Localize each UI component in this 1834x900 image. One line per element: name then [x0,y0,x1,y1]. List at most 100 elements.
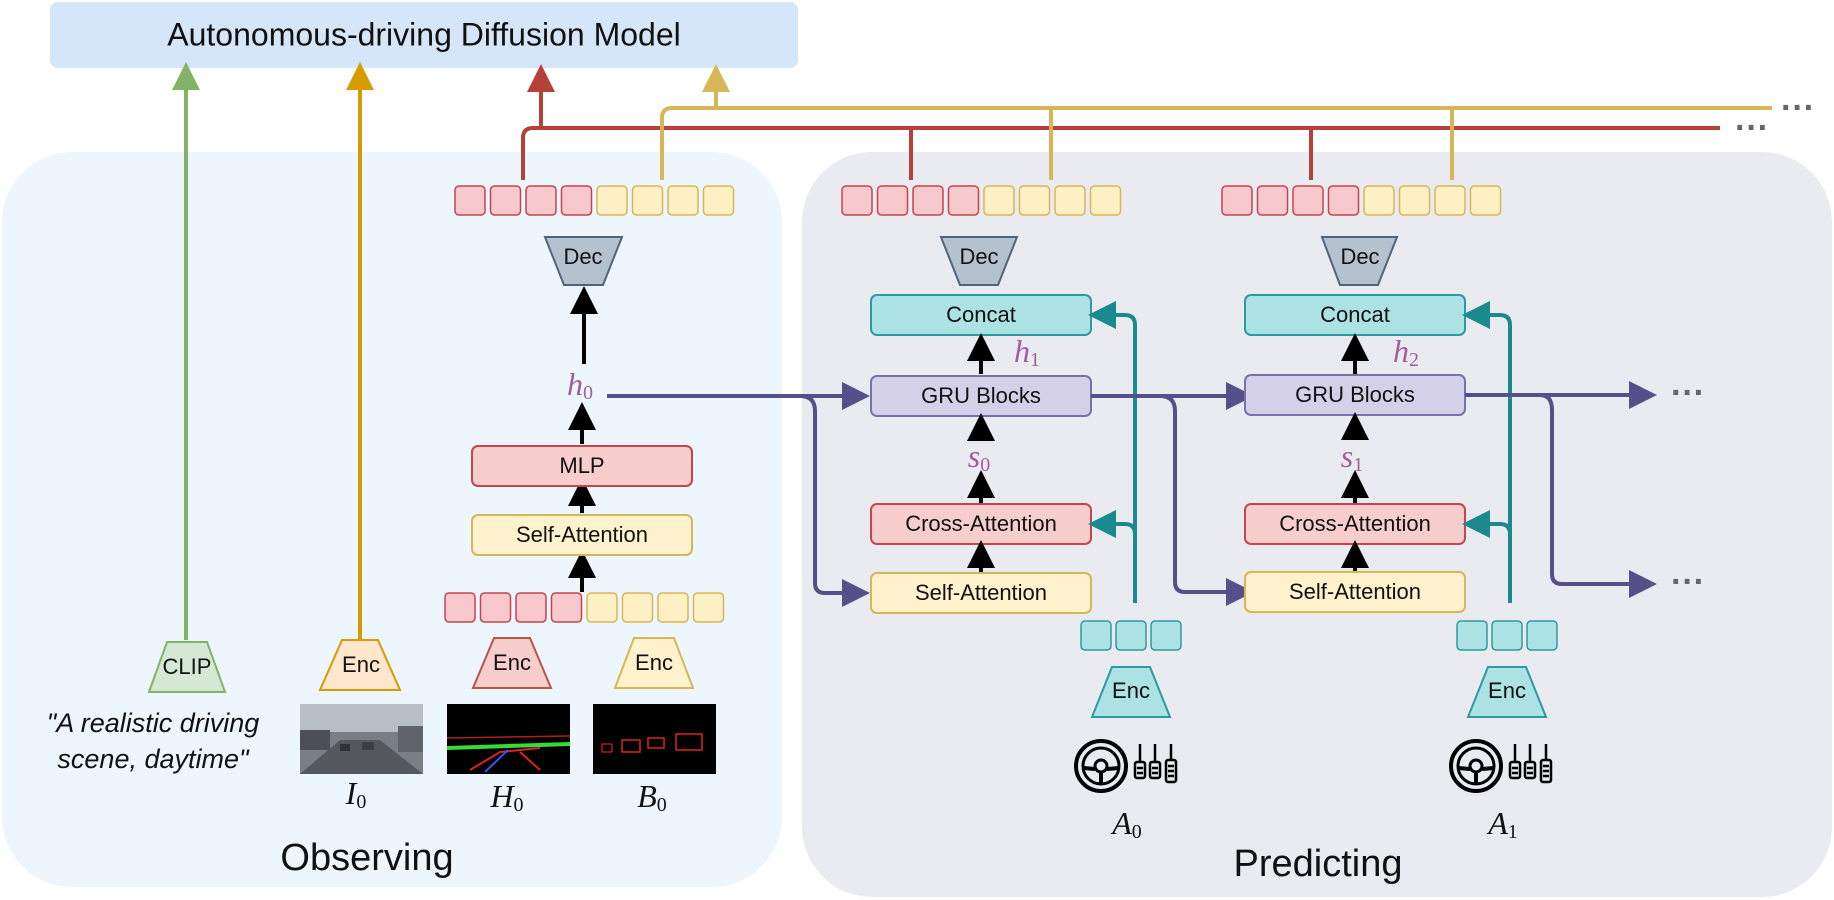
observing-mlp-box [471,445,693,487]
action-token [1115,620,1147,651]
caption-line-1: "A realistic driving [47,708,260,738]
step1-dec-label: Dec [959,244,998,269]
action-token [1080,620,1112,651]
steering-wheel-icon [1449,739,1503,793]
box-enc-label: Enc [635,650,673,675]
step2-concat-label: Concat [1320,302,1390,327]
step1-concat-label: Concat [946,302,1016,327]
red-token [454,185,486,216]
title-box [50,2,798,68]
step1-gru-label: GRU Blocks [921,383,1041,408]
continuation-dots-red: ··· [1735,109,1769,147]
step2-cross-attention-label: Cross-Attention [1279,511,1431,536]
hdmap-encoder [471,637,553,689]
box-var: B0 [637,778,667,815]
red-token [841,185,873,216]
step2-dec-label: Dec [1340,244,1379,269]
action-token [1491,620,1523,651]
caption-line-2: scene, daytime" [57,744,250,774]
action-token [1526,620,1558,651]
yellow-token [586,592,618,623]
red-token [550,592,583,623]
step1-hidden-state: h1 [1014,333,1040,370]
yellow-token [1054,185,1086,216]
yellow-context-line [660,106,1772,180]
observing-dec-label: Dec [563,244,602,269]
step1-decoder [939,236,1019,286]
observing-hidden-state: h0 [567,366,593,403]
red-token [489,185,522,216]
red-context-line [521,126,1720,180]
yellow-token [631,185,664,216]
observing-panel [2,152,782,887]
continuation-dots-gru: ··· [1671,374,1705,412]
red-token [1256,185,1289,216]
step1-cross-attention-label: Cross-Attention [905,511,1057,536]
red-token [876,185,909,216]
hdmap-enc-label: Enc [493,650,531,675]
clip-encoder [147,641,227,693]
red-token [479,592,512,623]
image-var: I0 [345,775,367,812]
steering-wheel-icon [1074,739,1128,793]
observing-self-attention-box [471,514,693,556]
predict-step-1: Dec Concat h1 GRU Blocks s0 Cross-Attent… [841,185,1182,843]
step2-action-tokens [1456,620,1558,651]
observing-output-tokens [454,185,735,216]
step1-state: s0 [968,438,990,475]
step2-decoder [1320,236,1399,286]
red-token [1327,185,1360,216]
predict-step-2: Dec Concat h2 GRU Blocks s1 Cross-Attent… [1221,185,1558,843]
step2-self-attention-box [1244,571,1466,613]
step2-state: s1 [1341,438,1363,475]
step2-enc-label: Enc [1488,678,1526,703]
red-token [1292,185,1324,216]
predicting-section-label: Predicting [1234,843,1403,885]
diagram-title: Autonomous-driving Diffusion Model [167,16,680,52]
step2-hidden-state: h2 [1393,333,1419,370]
hd-map-image [446,704,571,774]
red-token [912,185,944,216]
hdmap-var: H0 [489,778,523,815]
continuation-dots-yellow: ··· [1781,89,1815,127]
clip-label: CLIP [163,654,212,679]
yellow-token [1089,185,1122,216]
observing-mlp-label: MLP [559,453,604,478]
observing-decoder [543,236,624,286]
camera-image [300,704,423,774]
red-token [525,185,557,216]
step2-action-var: A1 [1486,805,1518,842]
step1-action-encoder [1090,666,1172,718]
pedals-icon [1133,744,1178,784]
yellow-token [692,592,725,623]
red-token [560,185,593,216]
yellow-token [702,185,735,216]
red-token [444,592,476,623]
step1-action-tokens [1080,620,1182,651]
action-token [1456,620,1488,651]
image-enc-label: Enc [342,652,380,677]
step2-gru-label: GRU Blocks [1295,382,1415,407]
gru2-to-next-selfattn-arrow [1539,393,1657,598]
red-token [947,185,980,216]
step1-output-tokens [841,185,1122,216]
yellow-token [1398,185,1431,216]
pedals-icon [1508,744,1553,784]
step1-action-var: A0 [1110,805,1142,842]
yellow-token [621,592,654,623]
step1-self-attention-box [870,572,1092,614]
step2-action-to-concat [1462,301,1512,534]
box-encoder [613,637,695,689]
step2-self-attention-label: Self-Attention [1289,579,1421,604]
red-token [1221,185,1253,216]
yellow-token [983,185,1015,216]
h0-to-selfattn1-arrow [799,394,870,607]
image-encoder [318,639,402,691]
step1-self-attention-label: Self-Attention [915,580,1047,605]
red-token [515,592,547,623]
yellow-token [1018,185,1051,216]
gru1-to-selfattn2-arrow [1159,394,1254,606]
yellow-token [1469,185,1502,216]
continuation-dots-selfattn: ··· [1671,563,1705,601]
